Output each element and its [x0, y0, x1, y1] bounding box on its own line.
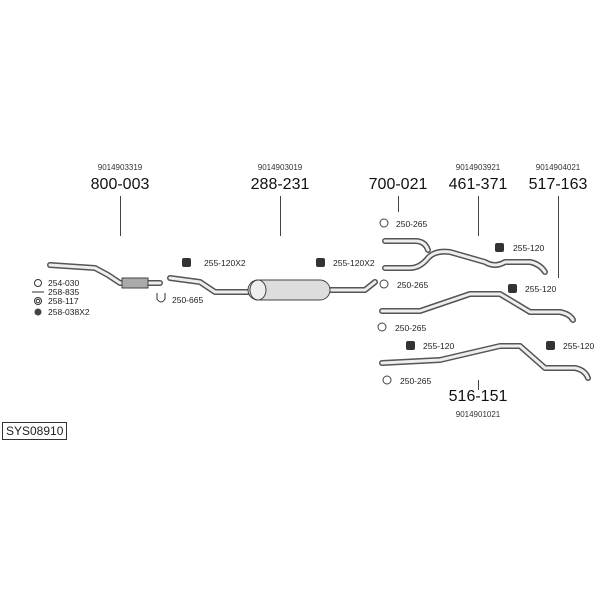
oe-number: 9014901021 — [455, 410, 501, 419]
tailpipe-517 — [379, 291, 576, 323]
nut-icon — [34, 308, 42, 316]
accessory-label[interactable]: 255-120 — [423, 341, 455, 351]
hanger-icons — [182, 243, 555, 350]
accessory-label[interactable]: 250-665 — [172, 295, 204, 305]
part-number[interactable]: 461-371 — [448, 176, 508, 193]
leader-line — [280, 196, 281, 236]
accessory-label[interactable]: 255-120 — [525, 284, 557, 294]
part-number[interactable]: 288-231 — [250, 176, 310, 193]
accessory-label[interactable]: 255-120 — [513, 243, 545, 253]
accessory-label[interactable]: 258-038X2 — [48, 307, 90, 317]
accessory-label[interactable]: 250-265 — [396, 219, 428, 229]
accessory-label[interactable]: 255-120X2 — [204, 258, 246, 268]
accessory-label[interactable]: 254-030 — [48, 278, 80, 288]
accessory-label[interactable]: 255-120X2 — [333, 258, 375, 268]
accessory-label[interactable]: 250-265 — [395, 323, 427, 333]
clamp-icon — [34, 279, 42, 287]
muffler — [247, 279, 331, 301]
part-number[interactable]: 800-003 — [90, 176, 150, 193]
part-number[interactable]: 700-021 — [368, 176, 428, 193]
leader-line — [478, 380, 479, 390]
accessory-label[interactable]: 258-835 — [48, 287, 80, 297]
leader-line — [398, 196, 399, 212]
leader-line — [120, 196, 121, 236]
oe-number: 9014903319 — [97, 163, 143, 172]
part-number[interactable]: 516-151 — [448, 388, 508, 405]
u-bolt-icon — [156, 293, 166, 303]
accessory-label[interactable]: 255-120 — [563, 341, 595, 351]
system-code: SYS08910 — [2, 422, 68, 440]
oe-number: 9014904021 — [535, 163, 581, 172]
accessory-label[interactable]: 258-117 — [48, 296, 79, 306]
leader-line — [558, 196, 559, 278]
part-number[interactable]: 517-163 — [528, 176, 588, 193]
oe-number: 9014903921 — [455, 163, 501, 172]
oe-number: 9014903019 — [257, 163, 303, 172]
leader-line — [478, 196, 479, 236]
flex-section — [121, 277, 149, 289]
accessory-label[interactable]: 250-265 — [397, 280, 429, 290]
accessory-label[interactable]: 250-265 — [400, 376, 432, 386]
clamp-250-265-icons — [377, 218, 392, 385]
